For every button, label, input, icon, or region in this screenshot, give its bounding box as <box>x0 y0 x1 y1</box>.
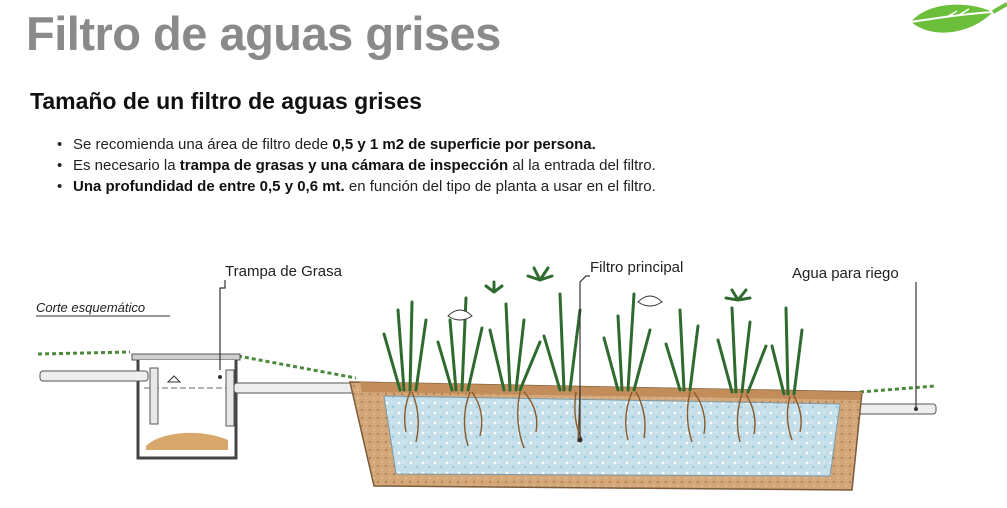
flower-icon <box>447 309 473 321</box>
page-title: Filtro de aguas grises <box>26 7 501 60</box>
main-filter-label: Filtro principal <box>590 259 683 276</box>
ground-surface <box>37 350 936 394</box>
leader-lines <box>219 275 917 440</box>
plants <box>382 266 804 396</box>
section-label: Corte esquemático <box>36 300 145 315</box>
bullet-bold: 0,5 y 1 m2 de superficie por persona. <box>332 136 596 153</box>
bullet-text: Se recomienda una área de filtro dede <box>73 136 333 153</box>
grease-trap <box>131 353 241 460</box>
bullet-text: al la entrada del filtro. <box>508 157 656 174</box>
section-subtitle: Tamaño de un filtro de aguas grises <box>30 88 422 114</box>
bullet-bold: trampa de grasas y una cámara de inspecc… <box>179 157 509 174</box>
bullet-text: en función del tipo de planta a usar en … <box>344 178 656 195</box>
bullet-text: Es necesario la <box>73 157 180 174</box>
bullet-bold: Una profundidad de entre 0,5 y 0,6 mt. <box>73 178 345 195</box>
irrigation-label: Agua para riego <box>792 265 899 282</box>
leaf-icon <box>910 2 1007 33</box>
bullet-item: Es necesario la trampa de grasas y una c… <box>55 155 656 176</box>
flower-icon <box>637 295 663 307</box>
bullet-item: Una profundidad de entre 0,5 y 0,6 mt. e… <box>55 176 656 197</box>
leader-dot <box>577 437 583 443</box>
grease-trap-label: Trampa de Grasa <box>225 263 343 280</box>
main-filter-basin <box>349 381 863 491</box>
bullet-list: Se recomienda una área de filtro dede 0,… <box>55 134 656 197</box>
bullet-item: Se recomienda una área de filtro dede 0,… <box>55 134 656 155</box>
